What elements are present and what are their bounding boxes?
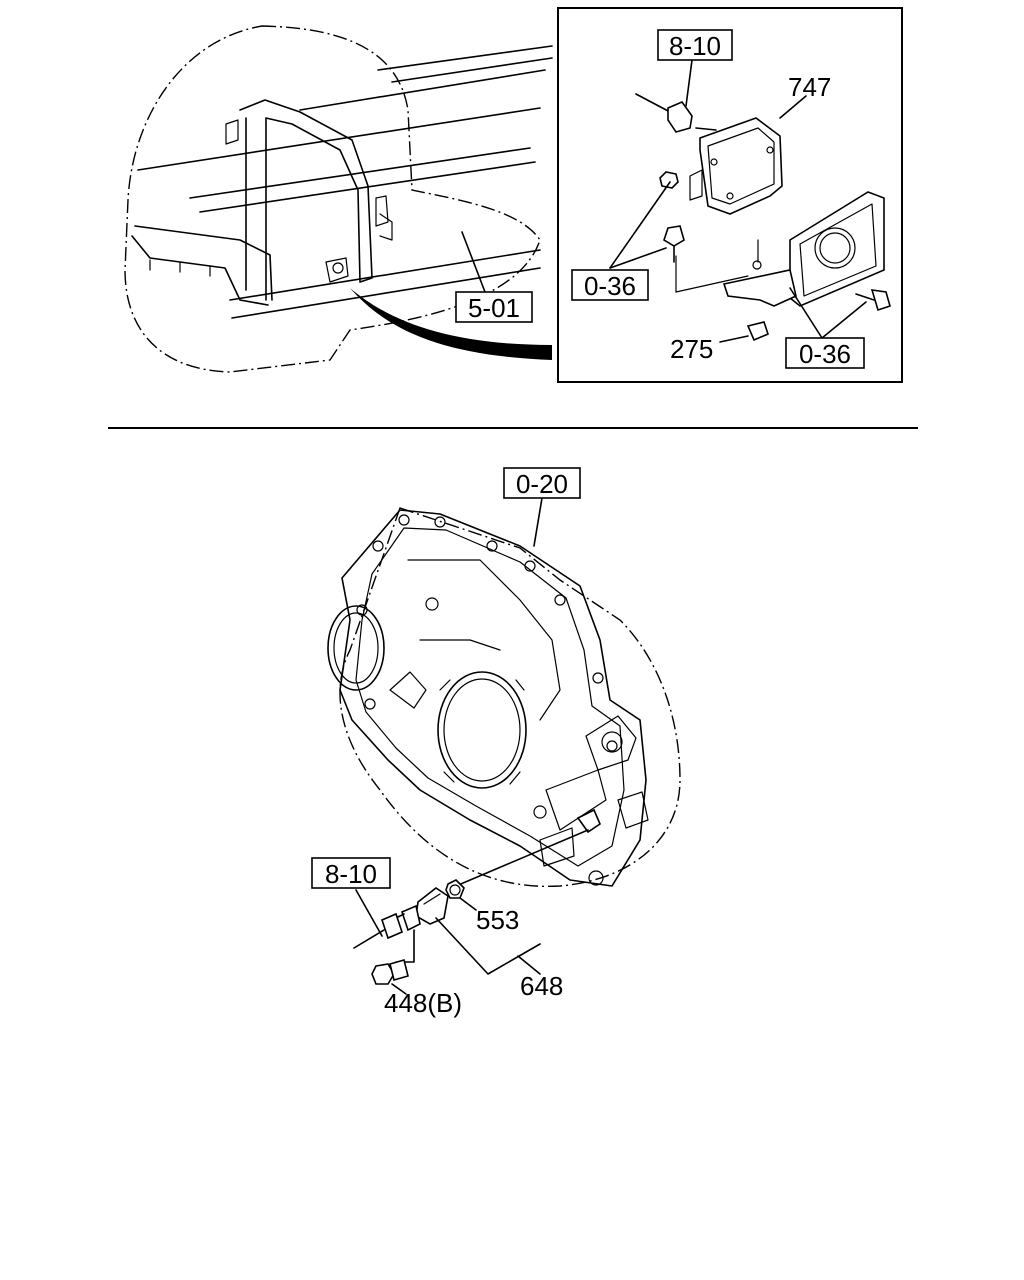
callout-part-553: 553 [476, 905, 519, 935]
callout-ref-engine: 5-01 [455, 291, 533, 323]
callout-ref-top-sensor: 8-10 [657, 29, 733, 61]
flywheel-housing-illustration [327, 497, 681, 995]
callout-part-648: 648 [520, 971, 563, 1001]
callout-part-448b: 448(B) [384, 988, 462, 1018]
callout-text-0-20: 0-20 [516, 469, 568, 499]
callout-text-0-36-right: 0-36 [799, 339, 851, 369]
inset-detail-panel [557, 7, 903, 383]
callout-ref-bolt-left: 0-36 [571, 269, 649, 301]
callout-part-275: 275 [670, 334, 713, 364]
callout-part-747: 747 [788, 72, 831, 102]
callout-ref-bolt-right: 0-36 [785, 337, 865, 369]
callout-ref-housing: 0-20 [503, 467, 581, 499]
callout-text-8-10-top: 8-10 [669, 31, 721, 61]
callout-text-0-36-left: 0-36 [584, 271, 636, 301]
callout-text-5-01: 5-01 [468, 293, 520, 323]
engine-overview-illustration [124, 25, 553, 373]
callout-ref-bottom-sensor: 8-10 [311, 857, 391, 889]
callout-text-8-10-bottom: 8-10 [325, 859, 377, 889]
